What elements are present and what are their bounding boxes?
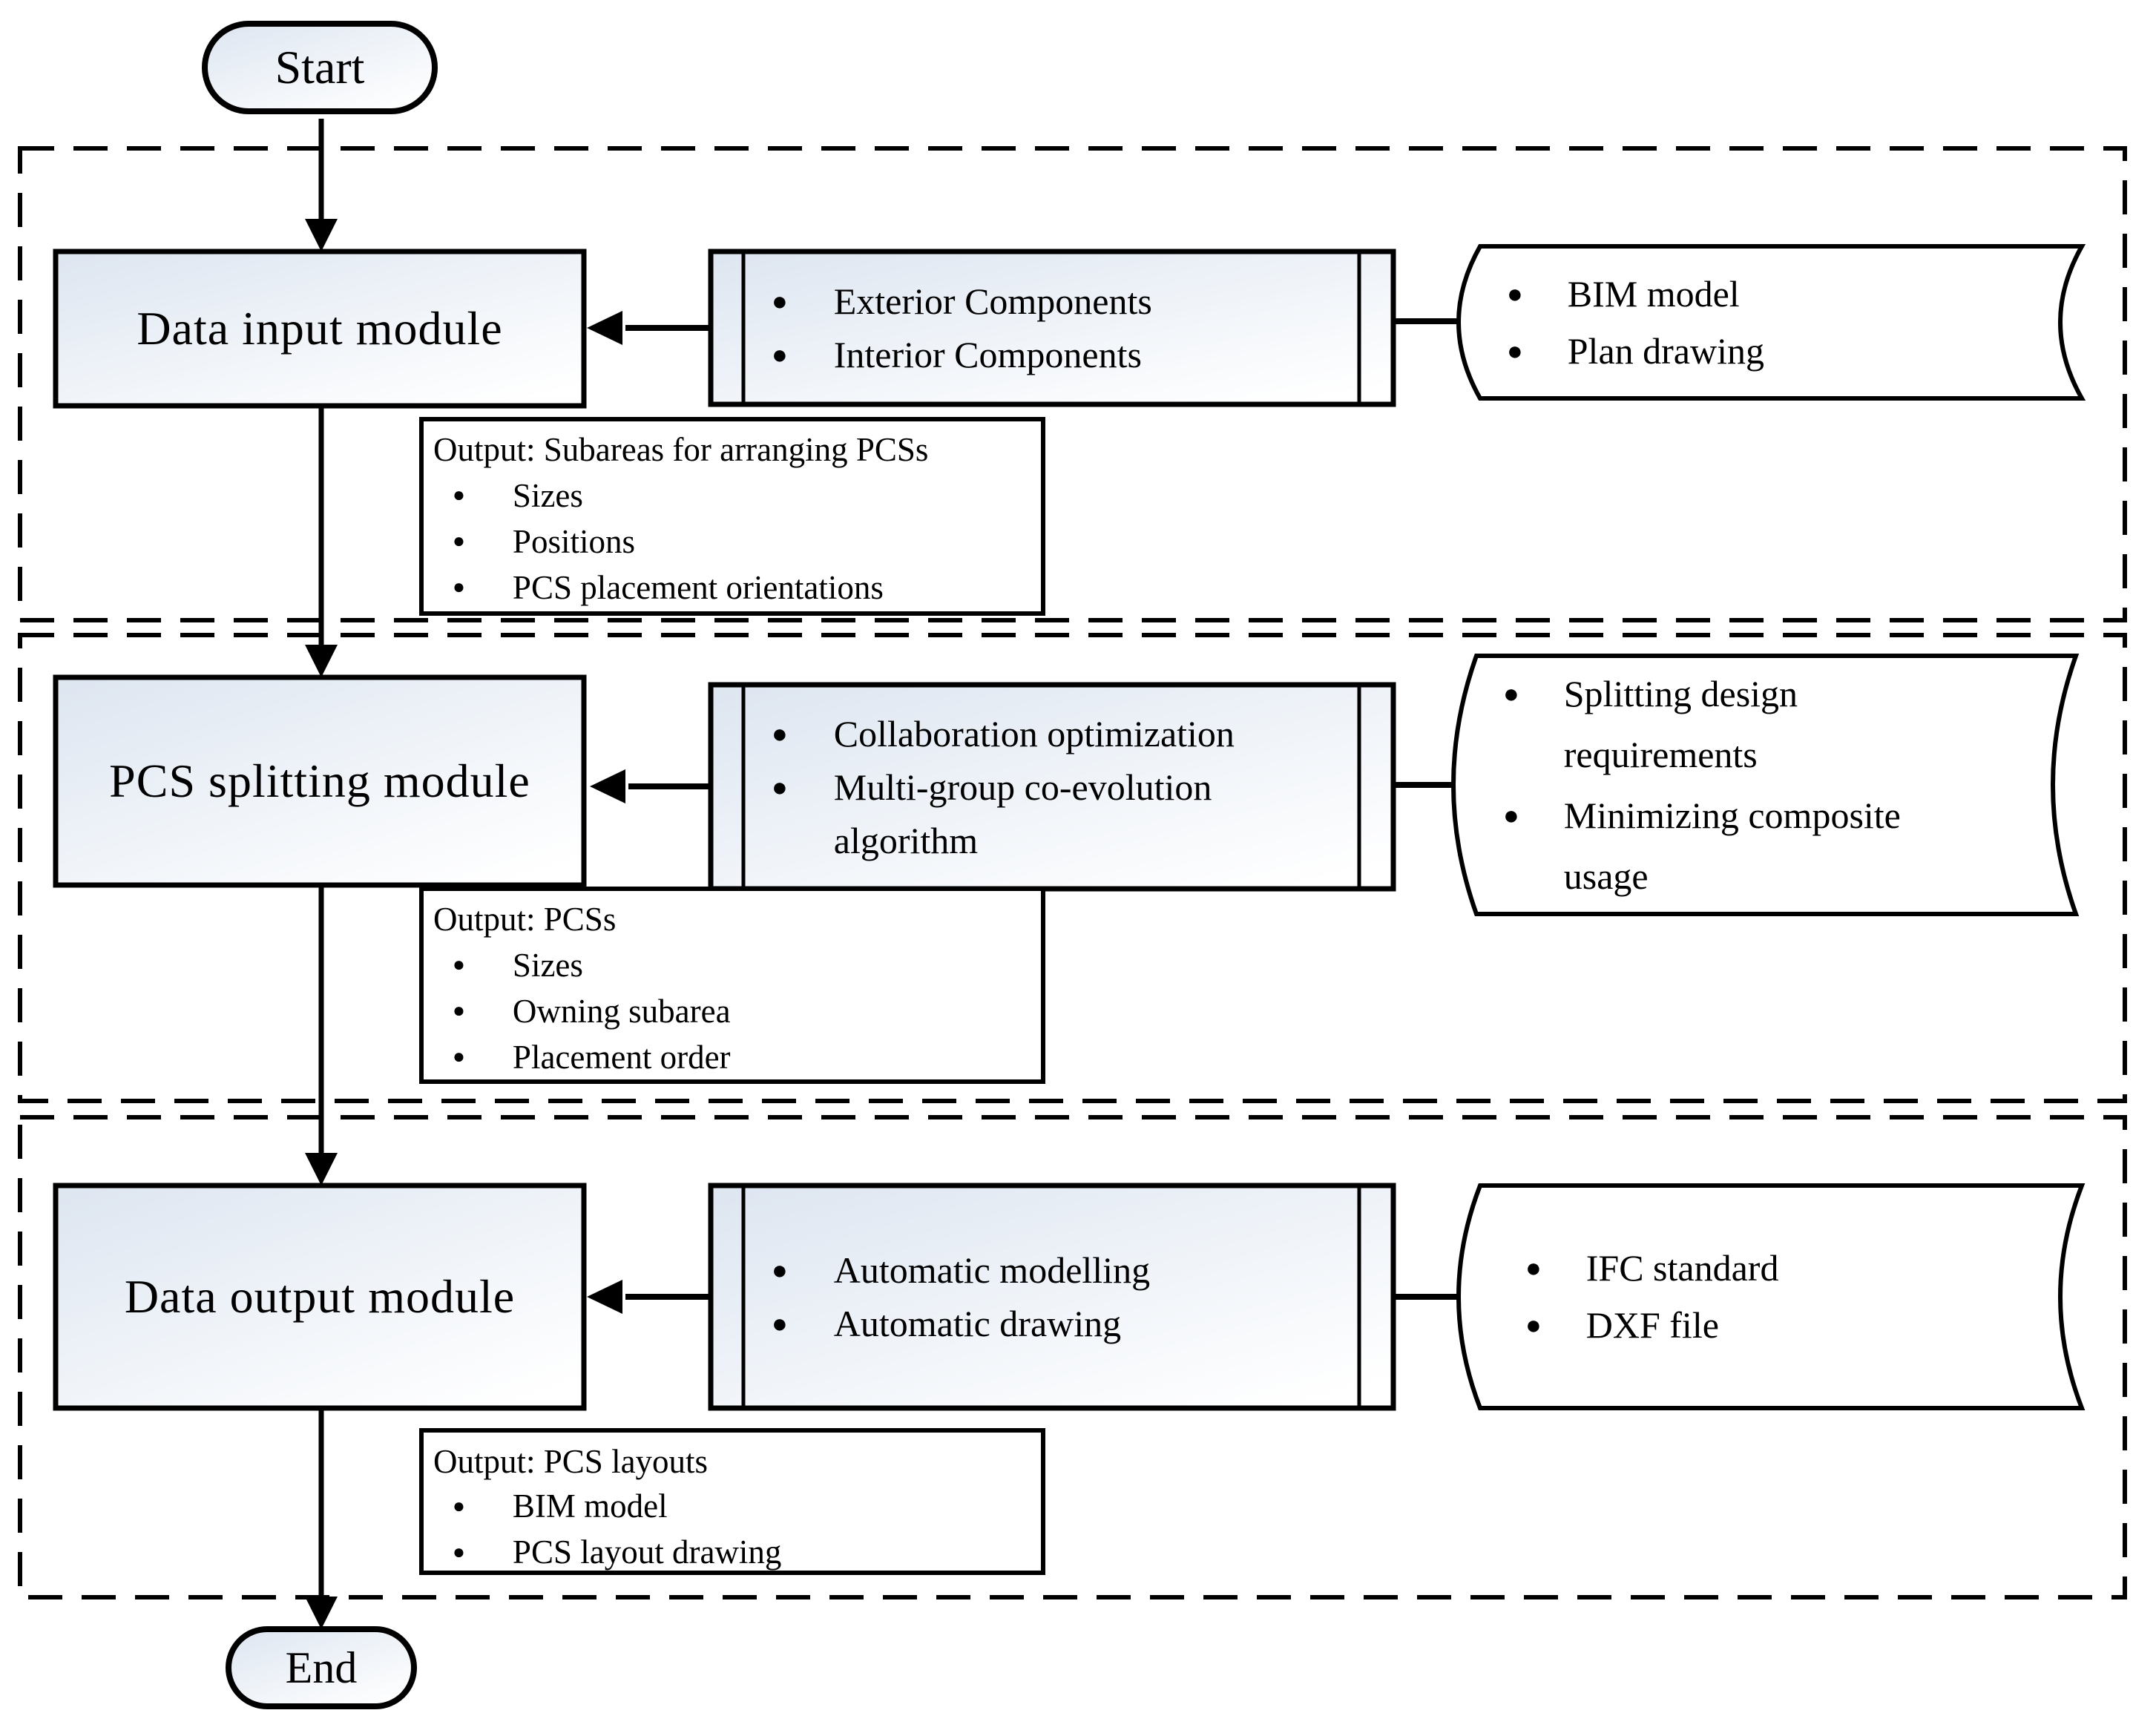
process-item: Automatic drawing	[743, 1297, 1393, 1350]
end-label: End	[285, 1643, 358, 1692]
process-item: Interior Components	[743, 328, 1393, 381]
source-item: DXF file	[1499, 1297, 2063, 1354]
output-item: BIM model	[433, 1484, 1031, 1530]
process-item: Multi-group co-evolution algorithm	[743, 760, 1393, 867]
process-list-1: Exterior Components Interior Components	[743, 251, 1393, 404]
process-list-3: Automatic modelling Automatic drawing	[743, 1186, 1393, 1408]
arrowhead-into-output-module	[587, 1280, 622, 1314]
source-list-1: BIM model Plan drawing	[1480, 246, 2059, 398]
data-output-module-box	[53, 1183, 587, 1411]
process-item: Exterior Components	[743, 274, 1393, 328]
arrowhead-into-input-module	[587, 311, 622, 345]
output-item: PCS placement orientations	[433, 565, 1031, 611]
output-item: Placement order	[433, 1034, 1031, 1080]
start-label: Start	[275, 41, 365, 93]
arrowhead-into-end	[305, 1597, 338, 1629]
source-list-3: IFC standard DXF file	[1499, 1186, 2063, 1408]
source-item: Splitting design requirements	[1476, 663, 2063, 785]
pcs-splitting-module-box	[53, 674, 587, 888]
output-title: Output: PCSs	[433, 901, 617, 938]
data-input-module-title: Data input module	[137, 302, 503, 355]
output-block-3: Output: PCS layouts BIM model PCS layout…	[421, 1433, 1031, 1571]
process-list-2: Collaboration optimization Multi-group c…	[743, 685, 1393, 889]
end-terminator-shape	[226, 1626, 417, 1709]
start-terminator-shape	[202, 21, 438, 114]
source-item: Minimizing composite usage	[1476, 785, 2063, 907]
source-item: IFC standard	[1499, 1240, 2063, 1297]
data-input-module-box	[53, 249, 587, 409]
output-item: Sizes	[433, 473, 1031, 519]
output-title: Output: PCS layouts	[433, 1443, 709, 1480]
arrowhead-into-splitting-module	[590, 769, 625, 803]
arrowhead-into-data-output	[305, 1153, 338, 1186]
output-item: Owning subarea	[433, 988, 1031, 1034]
data-output-module-title: Data output module	[124, 1270, 516, 1323]
process-item: Automatic modelling	[743, 1243, 1393, 1297]
output-block-2: Output: PCSs Sizes Owning subarea Placem…	[421, 890, 1031, 1080]
source-list-2: Splitting design requirements Minimizing…	[1476, 656, 2063, 914]
source-item: Plan drawing	[1480, 323, 2059, 380]
output-title: Output: Subareas for arranging PCSs	[433, 431, 929, 468]
source-item: BIM model	[1480, 266, 2059, 323]
section-3-boundary	[18, 1115, 2127, 1599]
output-item: Sizes	[433, 942, 1031, 988]
output-block-1: Output: Subareas for arranging PCSs Size…	[421, 421, 1031, 612]
arrowhead-into-pcs-splitting	[305, 645, 338, 677]
output-item: Positions	[433, 519, 1031, 565]
section-1-boundary	[18, 146, 2127, 622]
process-item: Collaboration optimization	[743, 707, 1393, 760]
arrowhead-into-data-input	[305, 219, 338, 251]
output-item: PCS layout drawing	[433, 1530, 1031, 1576]
pcs-splitting-module-title: PCS splitting module	[109, 754, 530, 807]
